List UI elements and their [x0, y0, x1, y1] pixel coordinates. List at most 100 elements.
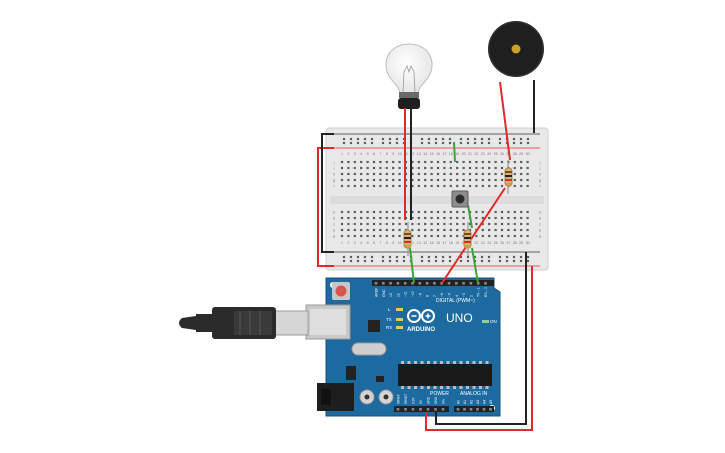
- breadboard-hole[interactable]: [353, 178, 356, 182]
- breadboard-hole[interactable]: [507, 222, 510, 226]
- breadboard-hole[interactable]: [443, 160, 446, 164]
- rail-hole[interactable]: [459, 259, 463, 263]
- power-pin-socket[interactable]: [426, 408, 430, 411]
- breadboard-hole[interactable]: [372, 160, 376, 164]
- analog-pin-socket[interactable]: [456, 408, 460, 411]
- rail-hole[interactable]: [395, 259, 399, 263]
- breadboard-hole[interactable]: [475, 234, 478, 238]
- rail-hole[interactable]: [349, 137, 353, 141]
- breadboard-hole[interactable]: [353, 160, 356, 164]
- breadboard-hole[interactable]: [500, 166, 504, 170]
- rail-hole[interactable]: [420, 141, 424, 145]
- breadboard-hole[interactable]: [507, 228, 510, 232]
- breadboard-hole[interactable]: [417, 184, 420, 188]
- breadboard-hole[interactable]: [475, 184, 478, 188]
- breadboard-hole[interactable]: [347, 228, 350, 232]
- rail-hole[interactable]: [356, 137, 360, 141]
- breadboard-hole[interactable]: [340, 166, 344, 170]
- breadboard-hole[interactable]: [398, 184, 401, 188]
- breadboard-hole[interactable]: [340, 234, 344, 238]
- breadboard-hole[interactable]: [392, 216, 395, 220]
- breadboard-hole[interactable]: [417, 166, 420, 170]
- wire-green-button-link[interactable]: [467, 204, 473, 229]
- analog-header[interactable]: [454, 406, 494, 412]
- rail-hole[interactable]: [420, 137, 424, 141]
- breadboard-hole[interactable]: [430, 228, 433, 232]
- rail-hole[interactable]: [441, 137, 445, 141]
- breadboard-hole[interactable]: [436, 178, 440, 182]
- breadboard-hole[interactable]: [353, 184, 356, 188]
- breadboard-hole[interactable]: [436, 216, 440, 220]
- breadboard-hole[interactable]: [430, 234, 433, 238]
- breadboard-hole[interactable]: [340, 216, 344, 220]
- breadboard-hole[interactable]: [360, 166, 363, 170]
- resistor-bulb[interactable]: [403, 222, 412, 256]
- breadboard-hole[interactable]: [411, 234, 414, 238]
- breadboard-hole[interactable]: [526, 228, 529, 232]
- breadboard-hole[interactable]: [398, 228, 401, 232]
- breadboard-hole[interactable]: [372, 216, 376, 220]
- breadboard-hole[interactable]: [513, 216, 516, 220]
- breadboard-hole[interactable]: [462, 178, 465, 182]
- breadboard-hole[interactable]: [353, 172, 356, 176]
- rail-hole[interactable]: [388, 259, 392, 263]
- breadboard-hole[interactable]: [347, 160, 350, 164]
- breadboard-hole[interactable]: [468, 184, 472, 188]
- rail-hole[interactable]: [427, 259, 431, 263]
- breadboard-hole[interactable]: [392, 160, 395, 164]
- breadboard-hole[interactable]: [353, 210, 356, 214]
- breadboard-hole[interactable]: [475, 210, 478, 214]
- breadboard-hole[interactable]: [347, 216, 350, 220]
- rail-hole[interactable]: [441, 141, 445, 145]
- rail-hole[interactable]: [356, 141, 360, 145]
- rail-hole[interactable]: [466, 255, 470, 259]
- breadboard-hole[interactable]: [468, 222, 472, 226]
- breadboard-hole[interactable]: [430, 172, 433, 176]
- breadboard-hole[interactable]: [436, 228, 440, 232]
- rail-hole[interactable]: [370, 259, 374, 263]
- resistor-buzzer[interactable]: [504, 160, 513, 194]
- rail-hole[interactable]: [448, 259, 452, 263]
- breadboard-hole[interactable]: [379, 210, 382, 214]
- rail-hole[interactable]: [349, 141, 353, 145]
- breadboard-hole[interactable]: [500, 178, 504, 182]
- breadboard-hole[interactable]: [379, 160, 382, 164]
- breadboard-hole[interactable]: [398, 222, 401, 226]
- breadboard-hole[interactable]: [417, 222, 420, 226]
- breadboard-hole[interactable]: [456, 234, 459, 238]
- power-pin-socket[interactable]: [404, 408, 407, 411]
- breadboard-hole[interactable]: [398, 216, 401, 220]
- breadboard-hole[interactable]: [340, 222, 344, 226]
- breadboard-hole[interactable]: [398, 178, 401, 182]
- rail-hole[interactable]: [349, 259, 353, 263]
- breadboard-hole[interactable]: [436, 210, 440, 214]
- rail-hole[interactable]: [487, 137, 491, 141]
- breadboard-hole[interactable]: [500, 228, 504, 232]
- breadboard-hole[interactable]: [353, 216, 356, 220]
- breadboard-hole[interactable]: [347, 184, 350, 188]
- rail-hole[interactable]: [473, 255, 477, 259]
- digital-pin-socket[interactable]: [389, 282, 392, 285]
- breadboard-hole[interactable]: [398, 210, 401, 214]
- rail-hole[interactable]: [420, 255, 424, 259]
- breadboard-hole[interactable]: [449, 160, 452, 164]
- breadboard[interactable]: 1122334455667788991010111112121313141415…: [325, 127, 549, 271]
- breadboard-hole[interactable]: [340, 172, 344, 176]
- breadboard-hole[interactable]: [417, 160, 420, 164]
- breadboard-hole[interactable]: [411, 178, 414, 182]
- breadboard-hole[interactable]: [481, 210, 484, 214]
- reset-button[interactable]: [335, 285, 347, 297]
- breadboard-hole[interactable]: [520, 172, 523, 176]
- breadboard-hole[interactable]: [372, 172, 376, 176]
- breadboard-hole[interactable]: [456, 210, 459, 214]
- breadboard-hole[interactable]: [488, 234, 491, 238]
- rail-hole[interactable]: [459, 255, 463, 259]
- breadboard-hole[interactable]: [500, 216, 504, 220]
- breadboard-hole[interactable]: [443, 216, 446, 220]
- breadboard-hole[interactable]: [526, 178, 529, 182]
- breadboard-hole[interactable]: [456, 228, 459, 232]
- rail-hole[interactable]: [381, 255, 385, 259]
- rail-hole[interactable]: [441, 259, 445, 263]
- breadboard-hole[interactable]: [411, 166, 414, 170]
- breadboard-hole[interactable]: [449, 210, 452, 214]
